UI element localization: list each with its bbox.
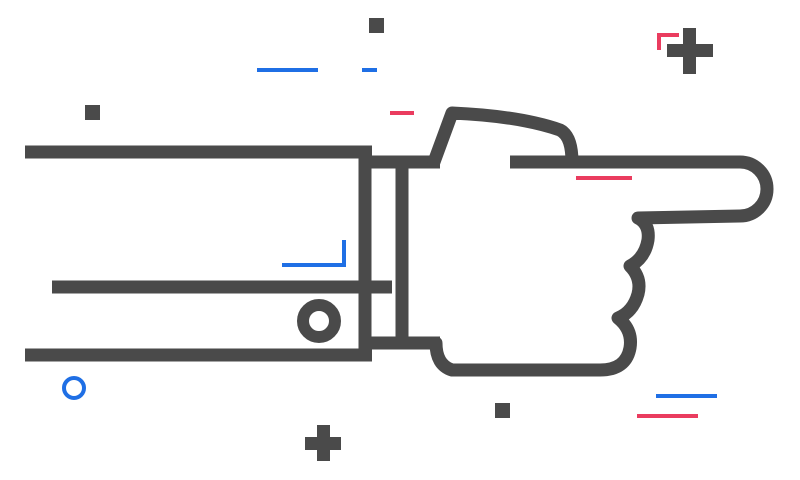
corner-bracket-icon	[657, 33, 679, 50]
plus-signs	[305, 28, 713, 461]
cuff	[365, 155, 440, 350]
red-accents	[390, 33, 698, 418]
plus-icon	[667, 28, 713, 74]
hand-outline	[427, 106, 774, 377]
circle-icon	[62, 376, 86, 400]
square-dots	[85, 18, 510, 418]
plus-icon	[305, 425, 341, 461]
blue-accents	[62, 68, 717, 400]
square-dot-icon	[495, 403, 510, 418]
square-dot-icon	[85, 105, 100, 120]
sleeve-button-icon	[297, 299, 341, 343]
sleeve-arm	[25, 145, 392, 362]
square-dot-icon	[369, 18, 384, 33]
corner-bracket-icon	[282, 240, 346, 267]
